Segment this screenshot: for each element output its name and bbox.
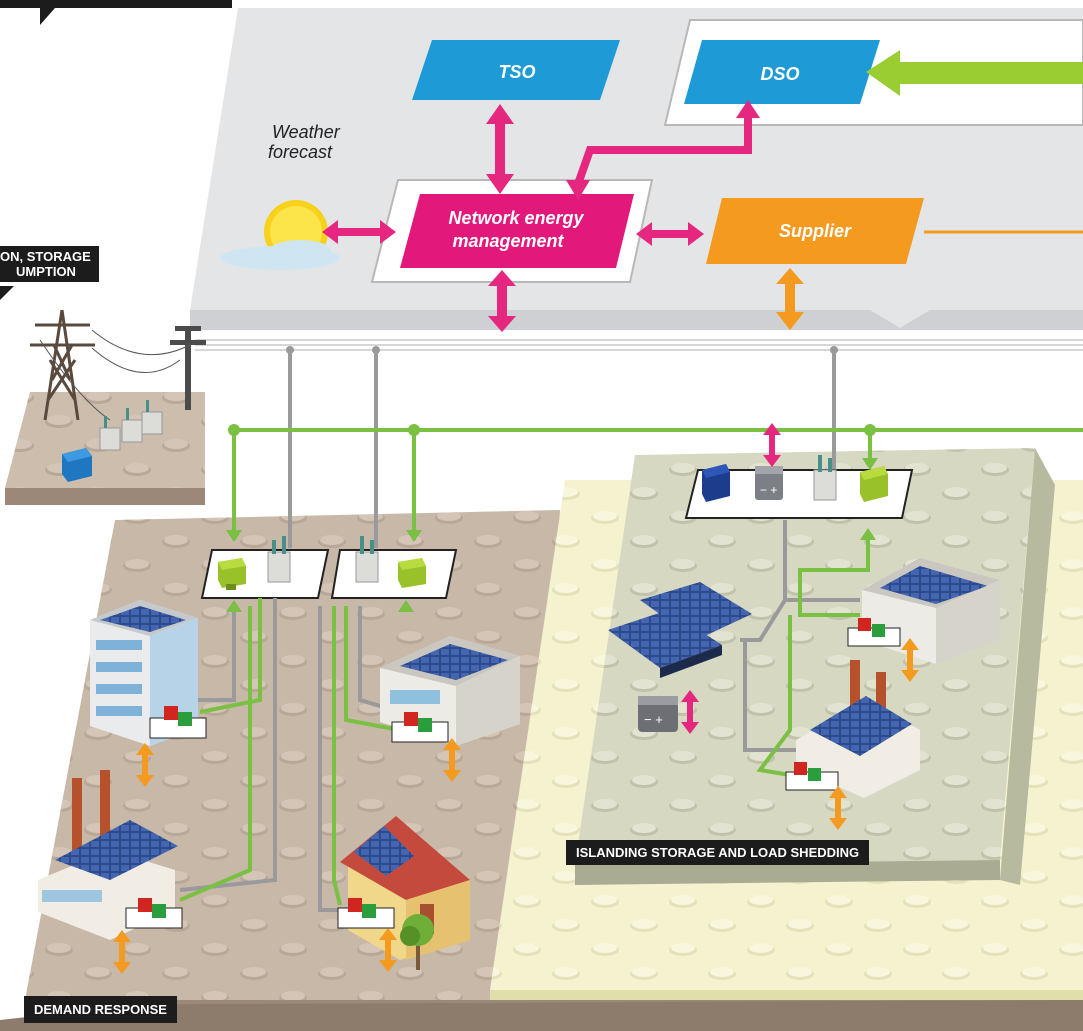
- utility-pole-icon: [170, 326, 206, 410]
- green-arrow-icon: [866, 50, 1083, 96]
- smart-meter-icon: [860, 466, 888, 502]
- weather-forecast-label: Weather forecast: [268, 122, 340, 162]
- meter-icon: [62, 448, 92, 482]
- battery-icon: − +: [638, 696, 678, 732]
- supplier-label: Supplier: [779, 221, 852, 241]
- svg-text:− +: − +: [644, 712, 663, 727]
- transformer-icon: [267, 536, 291, 583]
- network-mgmt-line2: management: [452, 231, 564, 251]
- network-mgmt-line1: Network energy: [448, 208, 584, 228]
- solar-panel-icon: [608, 582, 752, 678]
- transformer-icon: [813, 455, 837, 501]
- svg-text:− +: − +: [760, 483, 777, 497]
- smart-meter-icon: [337, 898, 395, 929]
- smart-meter-icon: [149, 706, 207, 739]
- dso-box: DSO: [663, 19, 1083, 126]
- building-connections: [179, 520, 870, 912]
- smart-meter-icon: [847, 618, 901, 647]
- smart-meter-icon: [785, 762, 839, 791]
- distribution-box-right: [330, 536, 458, 599]
- dso-label: DSO: [760, 64, 799, 84]
- supplier-box: Supplier: [706, 198, 1083, 264]
- orange-demand-arrows: [113, 638, 919, 974]
- smart-meter-icon: [398, 558, 426, 588]
- meter-icon: [702, 464, 730, 502]
- green-distribution-lines: [232, 428, 1083, 540]
- orange-supplier-arrow: [776, 268, 804, 330]
- transmission-lines: [195, 339, 1083, 351]
- smart-meter-icon: [391, 712, 449, 743]
- gen-storage-line1: ON, STORAGE: [0, 249, 91, 264]
- grey-communication-lines: [288, 350, 836, 548]
- magenta-storage-arrows: [681, 423, 781, 734]
- weather-line1: Weather: [272, 122, 340, 142]
- tree-icon: [400, 914, 434, 970]
- weather-line2: forecast: [268, 142, 333, 162]
- cloud-icon: [220, 240, 340, 270]
- demand-response-label: DEMAND RESPONSE: [24, 996, 177, 1023]
- tso-label: TSO: [498, 62, 535, 82]
- island-control-box: − +: [684, 455, 914, 519]
- smart-meter-icon: [218, 558, 246, 590]
- top-label-fragment: [0, 0, 232, 25]
- generation-storage-consumption-label: ON, STORAGE UMPTION: [0, 246, 99, 282]
- distribution-box-left: [200, 536, 330, 599]
- smart-meter-icon: [125, 898, 183, 929]
- label-pointer: [0, 286, 14, 300]
- gen-storage-line2: UMPTION: [16, 264, 76, 279]
- battery-icon: − +: [755, 466, 783, 500]
- pylon-icon: [30, 309, 95, 421]
- tso-box: TSO: [412, 40, 620, 100]
- network-energy-management-box: Network energy management: [370, 179, 654, 283]
- transformer-icon: [355, 536, 379, 583]
- islanding-label: ISLANDING STORAGE AND LOAD SHEDDING: [566, 840, 870, 865]
- transformer-icon: [99, 400, 163, 451]
- magenta-arrows: [322, 100, 760, 332]
